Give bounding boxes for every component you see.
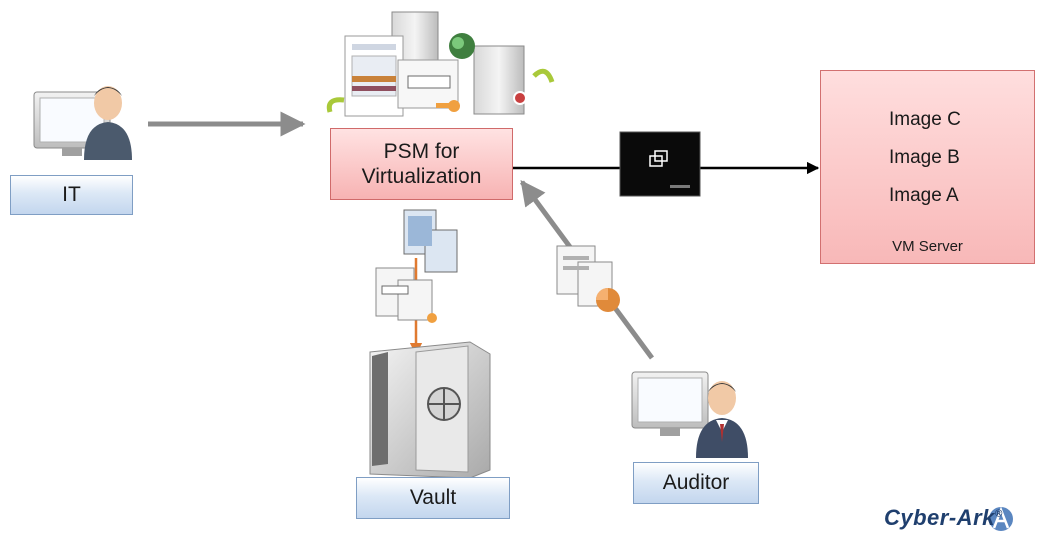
- credential-documents-small-icon: [375, 267, 437, 323]
- report-documents-icon: [556, 245, 620, 312]
- cyber-ark-logo-icon: [989, 506, 1013, 531]
- vm-server-node: Image C Image B Image A VM Server: [820, 70, 1035, 264]
- image-a-label: Image A: [889, 185, 959, 206]
- vault-label: Vault: [409, 486, 457, 509]
- auditor-user-monitor-icon: [631, 371, 748, 458]
- credential-documents-icon: [326, 11, 555, 117]
- auditor-label: Auditor: [662, 471, 730, 494]
- cyber-ark-logo: Cyber-Ark®: [884, 505, 1003, 531]
- it-user-monitor-icon: [33, 86, 132, 160]
- console-screen-icon: [619, 131, 701, 197]
- logo-registered-mark: ®: [994, 508, 1003, 520]
- logo-text: Cyber-Ark: [884, 505, 995, 530]
- psm-node: PSM for Virtualization: [330, 128, 513, 200]
- auditor-label-box: Auditor: [633, 462, 759, 504]
- psm-label-line2: Virtualization: [361, 165, 482, 188]
- image-c-label: Image C: [889, 109, 961, 130]
- image-b-label: Image B: [889, 147, 960, 168]
- vm-server-label: VM Server: [892, 238, 963, 255]
- psm-label-line1: PSM for: [383, 139, 460, 163]
- film-recording-icon: [403, 209, 458, 273]
- vault-safe-icon: [369, 341, 491, 479]
- it-label-box: IT: [10, 175, 133, 215]
- it-label: IT: [62, 183, 81, 206]
- vault-label-box: Vault: [356, 477, 510, 519]
